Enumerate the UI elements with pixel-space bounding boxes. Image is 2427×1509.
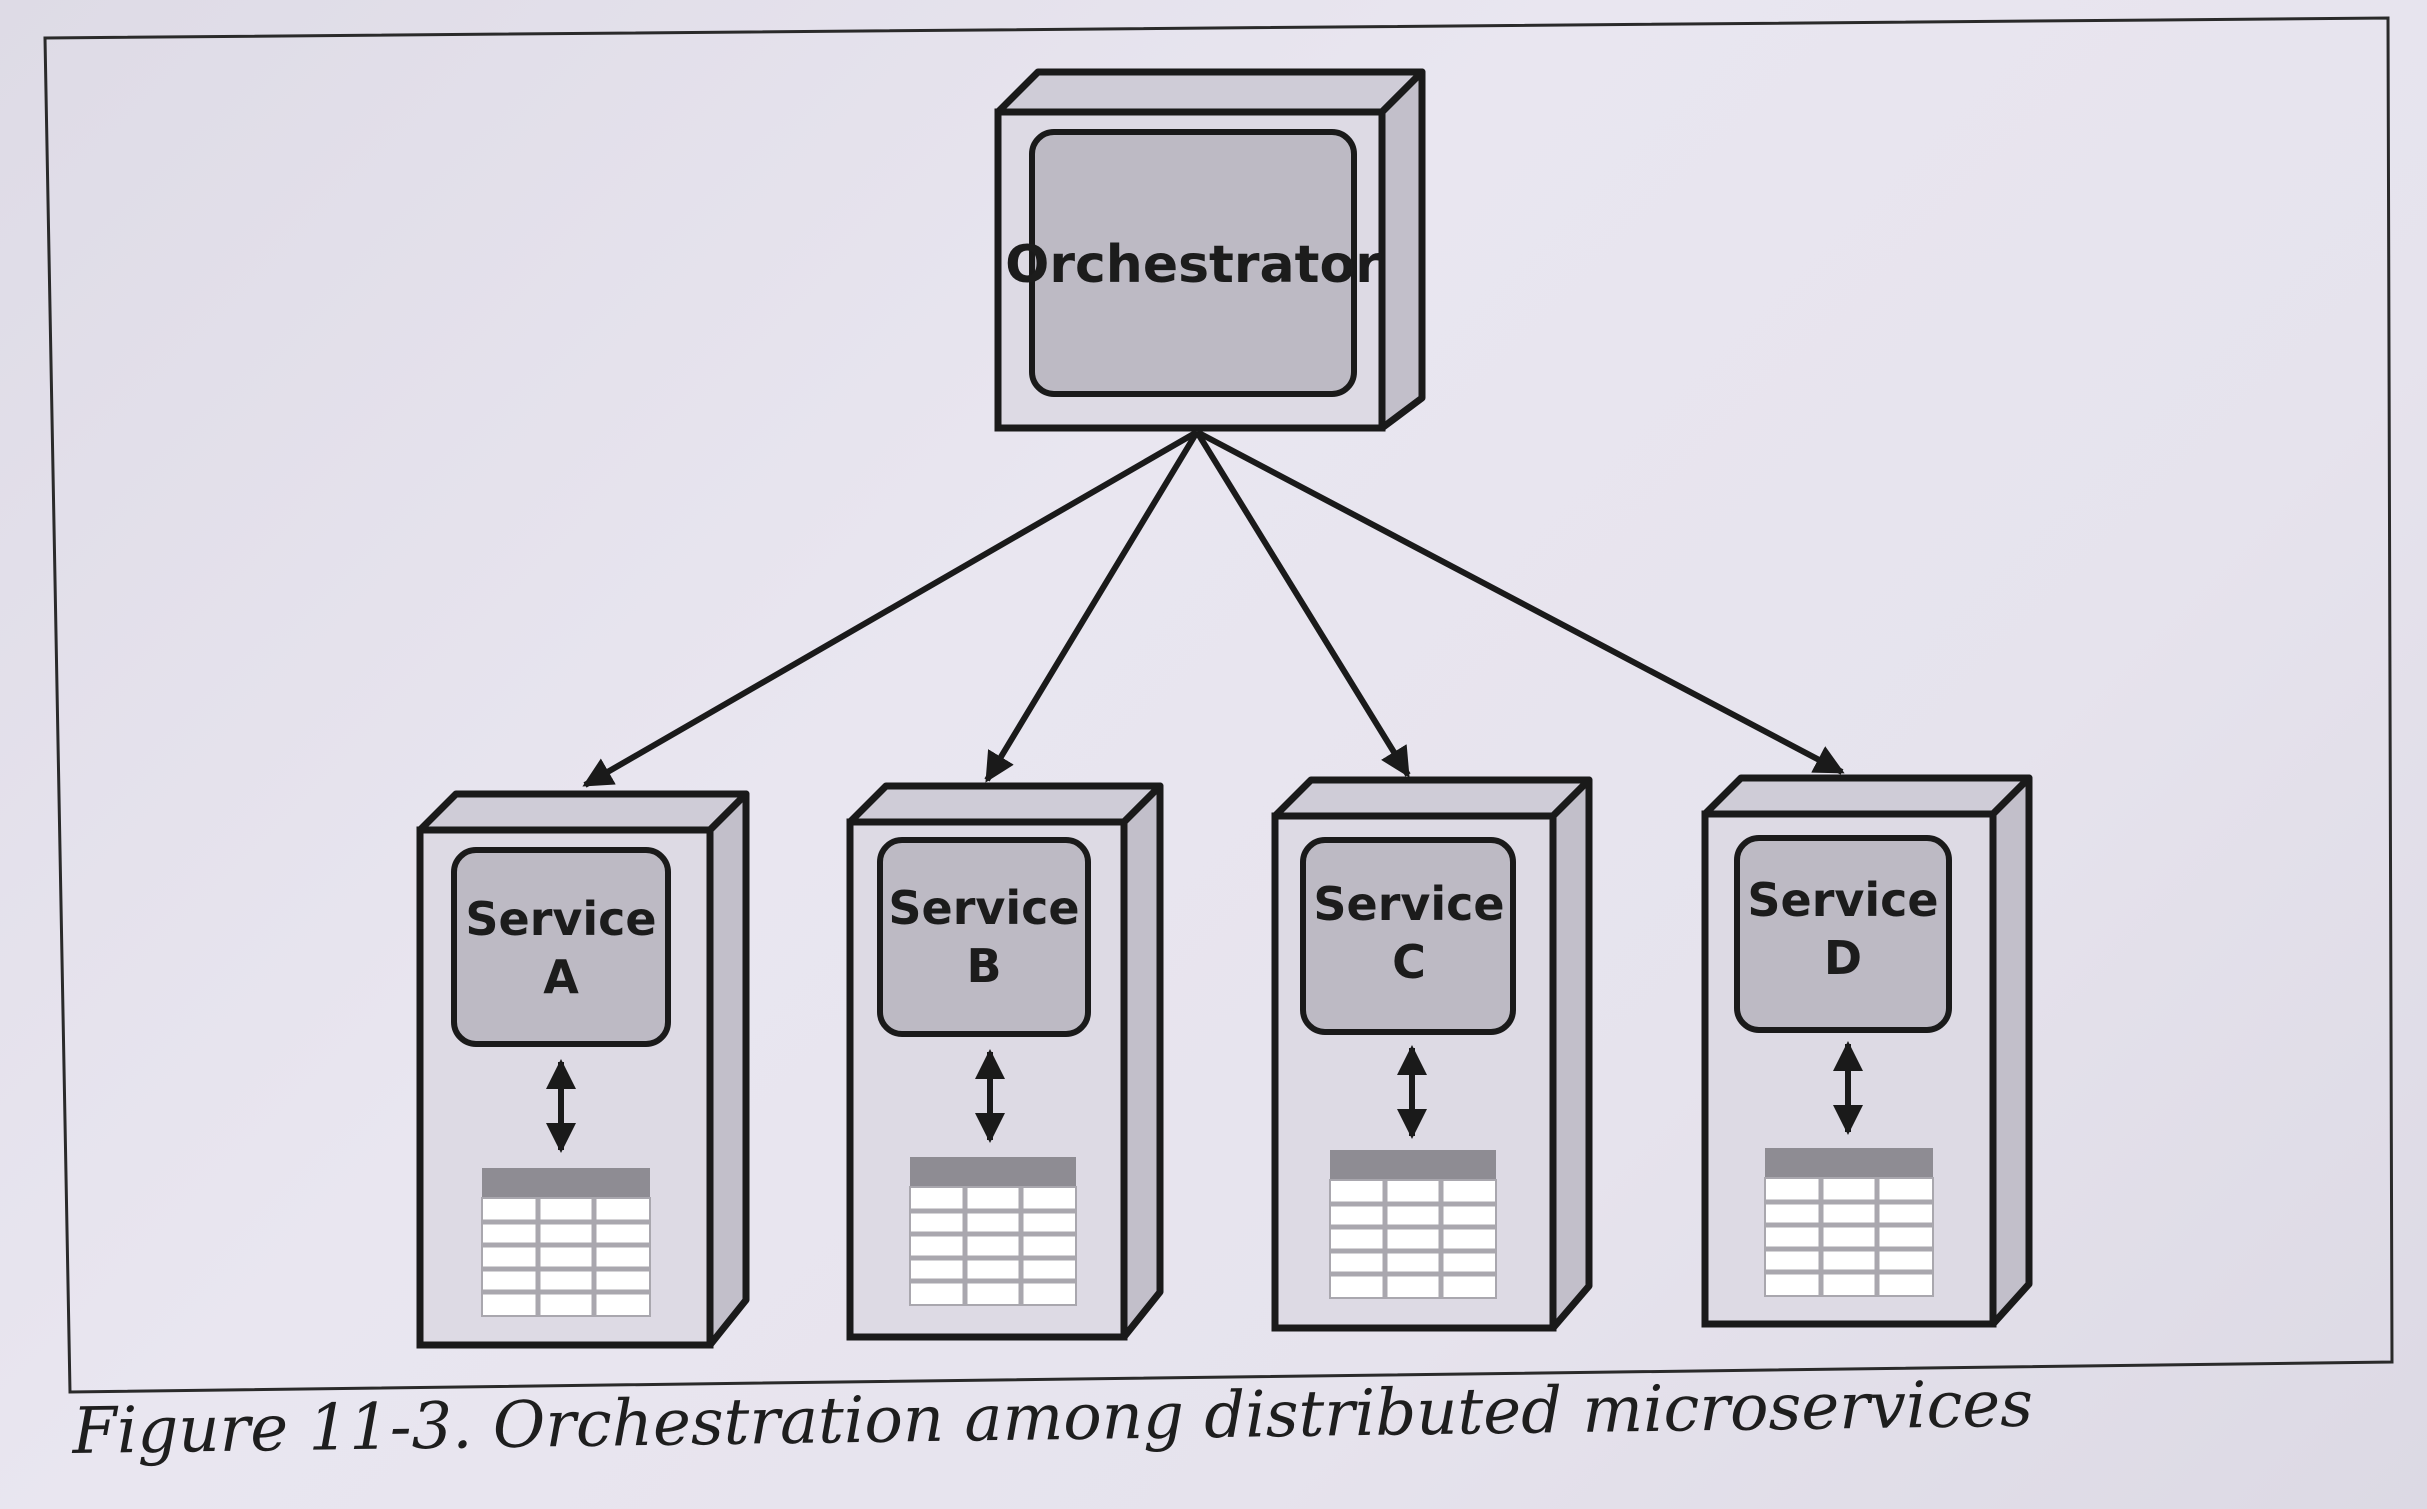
database-table-icon	[909, 1157, 1077, 1306]
service-label-line2: A	[543, 950, 579, 1004]
service-box-top	[846, 782, 1164, 826]
database-table-icon	[1764, 1148, 1934, 1297]
service-nodes: Service A Service	[416, 774, 2033, 1349]
service-label-line2: B	[966, 939, 1001, 993]
service-box-top	[1701, 774, 2033, 818]
service-box-top	[1271, 776, 1593, 820]
arrow-to-service-c	[1194, 430, 1411, 778]
service-node: Service C	[1271, 776, 1593, 1332]
service-label-line2: C	[1392, 935, 1426, 989]
service-node: Service A	[416, 790, 750, 1349]
service-label-line1: Service	[1313, 877, 1504, 931]
arrow-to-service-d	[1195, 429, 1845, 775]
arrow-to-service-a	[582, 429, 1199, 788]
service-inner-panel	[451, 847, 671, 1047]
service-box-side	[1549, 776, 1593, 1332]
orchestrator-box-top	[994, 68, 1426, 116]
service-inner-panel	[877, 837, 1091, 1037]
service-label-line2: D	[1824, 931, 1862, 985]
orchestrator-arrows	[582, 429, 1845, 788]
service-node: Service D	[1701, 774, 2033, 1328]
service-box-top	[416, 790, 750, 834]
service-box-side	[706, 790, 750, 1349]
orchestrator-label: Orchestrator	[1005, 235, 1381, 295]
service-box-side	[1989, 774, 2033, 1328]
service-label-line1: Service	[1747, 873, 1938, 927]
service-node: Service B	[846, 782, 1164, 1341]
orchestrator-box-side	[1378, 68, 1426, 432]
service-label-line1: Service	[888, 881, 1079, 935]
service-inner-panel	[1300, 837, 1516, 1035]
figure-frame	[43, 16, 2394, 1394]
orchestrator-node: Orchestrator	[994, 68, 1426, 432]
service-box-side	[1120, 782, 1164, 1341]
orchestrator-inner-panel	[1029, 129, 1357, 397]
database-table-icon	[1329, 1150, 1497, 1299]
service-label-line1: Service	[465, 892, 656, 946]
database-table-icon	[481, 1168, 651, 1317]
service-inner-panel	[1734, 835, 1952, 1033]
arrow-to-service-b	[984, 430, 1200, 783]
